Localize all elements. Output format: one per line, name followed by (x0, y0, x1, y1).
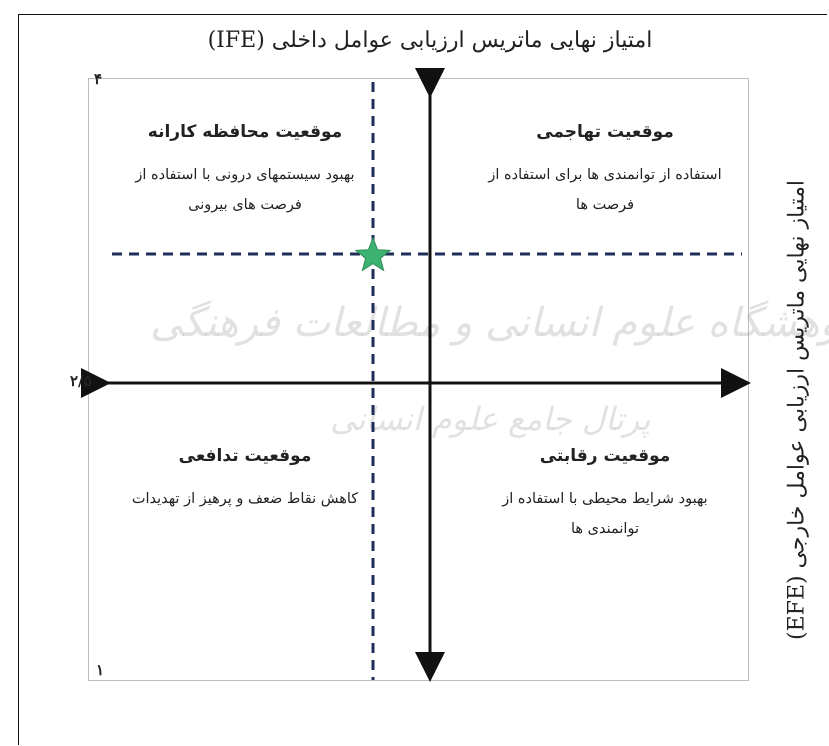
quadrant-bottom-right-desc: بهبود شرایط محیطی با استفاده از توانمندی… (502, 491, 708, 537)
quadrant-top-right: موقعیت تهاجمی استفاده از توانمندی ها برا… (475, 122, 735, 220)
figure-frame (18, 14, 827, 745)
quadrant-top-right-desc: استفاده از توانمندی ها برای استفاده از ف… (488, 167, 722, 213)
quadrant-bottom-left: موقعیت تدافعی کاهش نقاط ضعف و پرهیز از ت… (115, 446, 375, 514)
tick-bottom: ۱ (96, 661, 105, 679)
quadrant-bottom-right-title: موقعیت رقابتی (539, 446, 671, 466)
quadrant-bottom-right: موقعیت رقابتی بهبود شرایط محیطی با استفا… (475, 446, 735, 544)
quadrant-top-left: موقعیت محافظه کارانه بهبود سیستمهای درون… (115, 122, 375, 220)
quadrant-bottom-left-title: موقعیت تدافعی (178, 446, 312, 466)
y-axis-title: امتیاز نهایی ماتریس ارزیابی عوامل خارجی … (784, 180, 810, 640)
star-icon (354, 236, 392, 272)
quadrant-bottom-left-desc: کاهش نقاط ضعف و پرهیز از تهدیدات (131, 491, 359, 507)
x-axis-title: امتیاز نهایی ماتریس ارزیابی عوامل داخلی … (207, 28, 653, 53)
quadrant-top-left-title: موقعیت محافظه کارانه (147, 122, 343, 142)
quadrant-top-right-title: موقعیت تهاجمی (536, 122, 674, 142)
tick-top: ۴ (94, 70, 103, 88)
tick-middle: ۲/۵ (70, 372, 92, 390)
quadrant-top-left-desc: بهبود سیستمهای درونی با استفاده از فرصت … (135, 167, 355, 213)
